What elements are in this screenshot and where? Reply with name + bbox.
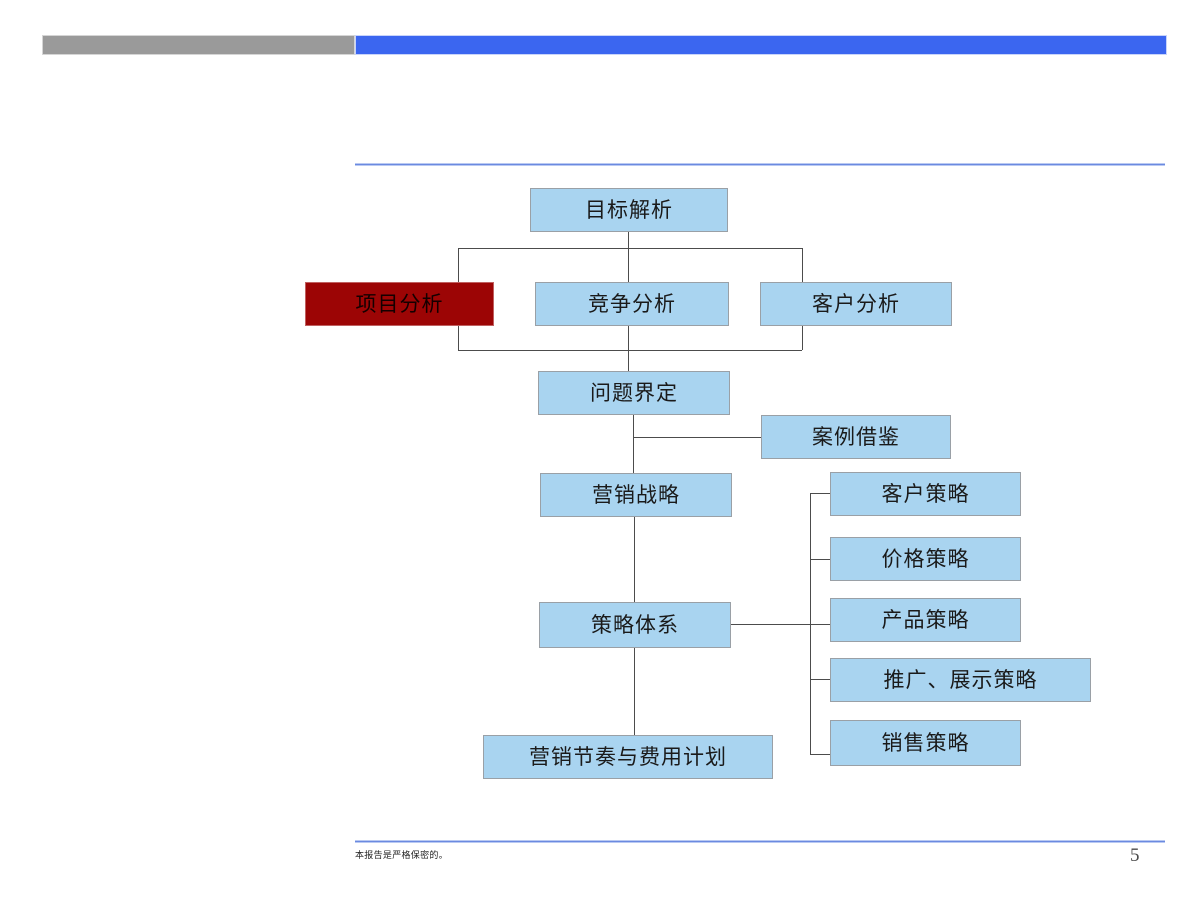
connector-bracket-tactic-sales	[810, 754, 830, 755]
node-tactic-product-label: 产品策略	[881, 608, 970, 632]
node-problem-definition-label: 问题界定	[590, 381, 678, 405]
node-tactic-promotion[interactable]: 推广、展示策略	[830, 658, 1091, 702]
node-case-reference-label: 案例借鉴	[812, 425, 900, 449]
connector-bracket-tactic-promo	[810, 679, 830, 680]
content-top-rule	[355, 163, 1165, 166]
connector-system-to-plan	[634, 648, 635, 735]
node-tactic-sales-label: 销售策略	[881, 731, 970, 755]
connector-to-customer	[802, 248, 803, 282]
node-customer-analysis-label: 客户分析	[812, 292, 900, 316]
connector-problem-to-strategy	[633, 415, 634, 473]
node-customer-analysis[interactable]: 客户分析	[760, 282, 952, 326]
connector-strategy-to-system	[634, 517, 635, 602]
node-problem-definition[interactable]: 问题界定	[538, 371, 730, 415]
node-tactic-sales[interactable]: 销售策略	[830, 720, 1021, 766]
connector-bracket-tactic-customer	[810, 493, 830, 494]
connector-goal-down	[628, 232, 629, 248]
node-goal[interactable]: 目标解析	[530, 188, 728, 232]
connector-competition-down	[628, 326, 629, 350]
node-competition-analysis[interactable]: 竞争分析	[535, 282, 729, 326]
connector-case-to-spine	[633, 437, 761, 438]
connector-bracket-tactic-price	[810, 559, 830, 560]
node-marketing-strategy-label: 营销战略	[592, 483, 680, 507]
footer-rule	[355, 840, 1165, 843]
node-goal-label: 目标解析	[585, 198, 673, 222]
connector-tactic-bracket-spine	[810, 493, 811, 754]
node-marketing-plan[interactable]: 营销节奏与费用计划	[483, 735, 773, 779]
header-bar-blue	[355, 35, 1167, 55]
connector-customer-down	[802, 326, 803, 350]
node-marketing-strategy[interactable]: 营销战略	[540, 473, 732, 517]
connector-project-down	[458, 326, 459, 350]
node-case-reference[interactable]: 案例借鉴	[761, 415, 951, 459]
node-tactic-system-label: 策略体系	[591, 613, 679, 637]
connector-system-to-bracket	[730, 624, 830, 625]
node-tactic-customer[interactable]: 客户策略	[830, 472, 1021, 516]
node-competition-analysis-label: 竞争分析	[588, 292, 676, 316]
page-number: 5	[1130, 845, 1140, 866]
connector-row1-merge-bus	[458, 350, 802, 351]
node-project-analysis-label: 项目分析	[355, 292, 444, 316]
connector-row1-bus	[458, 248, 802, 249]
header-bar-gray	[42, 35, 355, 55]
node-tactic-system[interactable]: 策略体系	[539, 602, 731, 648]
connector-merge-to-problem	[628, 350, 629, 371]
connector-to-competition	[628, 248, 629, 282]
node-tactic-price-label: 价格策略	[881, 547, 970, 571]
node-tactic-promotion-label: 推广、展示策略	[883, 668, 1038, 692]
node-marketing-plan-label: 营销节奏与费用计划	[529, 745, 727, 769]
node-tactic-product[interactable]: 产品策略	[830, 598, 1021, 642]
connector-bracket-tactic-product	[810, 624, 830, 625]
node-tactic-customer-label: 客户策略	[881, 482, 970, 506]
connector-to-project	[458, 248, 459, 282]
footer-confidentiality-note: 本报告是严格保密的。	[355, 850, 449, 860]
node-tactic-price[interactable]: 价格策略	[830, 537, 1021, 581]
node-project-analysis[interactable]: 项目分析	[305, 282, 494, 326]
